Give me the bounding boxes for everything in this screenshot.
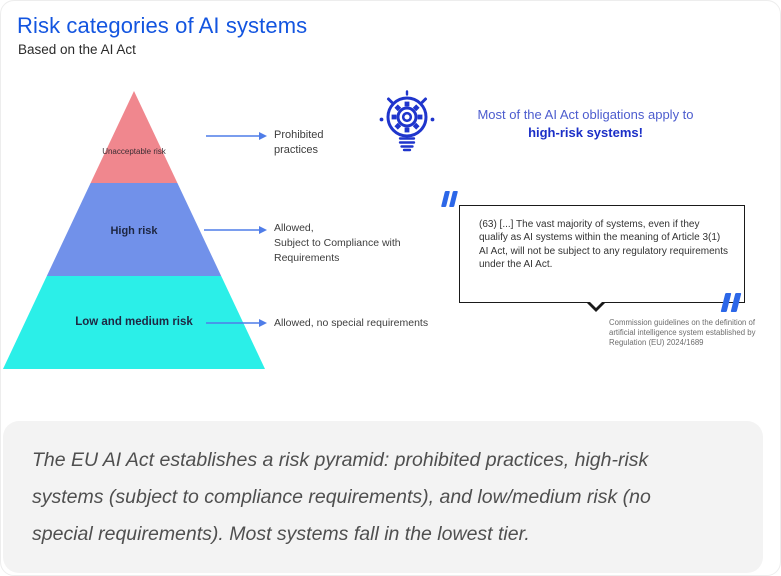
page-title: Risk categories of AI systems: [17, 13, 308, 38]
caption-line: special requirements). Most systems fall…: [32, 523, 530, 545]
arrow-head-prohibited: [259, 132, 267, 140]
annotation-line: Prohibited: [274, 129, 324, 141]
annotation-line: practices: [274, 144, 319, 156]
bulb-ray-dots: [379, 101, 435, 133]
close-quote-icon: [720, 293, 742, 312]
annotation-line: Requirements: [274, 252, 340, 264]
pyramid-segment-unacceptable: [90, 91, 178, 183]
headline-line-2: high-risk systems!: [528, 125, 643, 140]
pyramid-label-low-medium: Low and medium risk: [75, 316, 193, 328]
headline-line-1: Most of the AI Act obligations apply to: [477, 107, 694, 122]
quote-box: (63) [...] The vast majority of systems,…: [459, 205, 745, 303]
quote-text: (63) [...] The vast majority of systems,…: [479, 219, 729, 271]
annotation-prohibited: Prohibited practices: [274, 128, 324, 158]
highlight-headline: Most of the AI Act obligations apply to …: [453, 107, 718, 140]
annotation-high: Allowed, Subject to Compliance with Requ…: [274, 221, 401, 266]
pyramid-segment-high: [46, 183, 222, 276]
page-subtitle: Based on the AI Act: [18, 42, 136, 57]
risk-pyramid-diagram: [3, 91, 267, 369]
caption-line: The EU AI Act establishes a risk pyramid…: [32, 449, 649, 471]
lightbulb-gear-icon: [379, 90, 435, 152]
arrow-head-low-medium: [259, 319, 267, 327]
pyramid-label-high: High risk: [110, 225, 158, 237]
annotation-line: Allowed,: [274, 222, 314, 234]
annotation-line: Allowed, no special requirements: [274, 317, 429, 329]
open-quote-icon: [441, 191, 458, 207]
quote-box-tail-fill: [588, 300, 604, 308]
caption-panel: The EU AI Act establishes a risk pyramid…: [3, 421, 763, 573]
caption-line: systems (subject to compliance requireme…: [32, 486, 651, 508]
annotation-low-medium: Allowed, no special requirements: [274, 316, 428, 331]
pyramid-label-unacceptable: Unacceptable risk: [102, 147, 166, 156]
annotation-line: Subject to Compliance with: [274, 237, 401, 249]
pyramid-segment-low-medium: [3, 276, 265, 369]
arrow-head-high: [259, 226, 267, 234]
quote-attribution: Commission guidelines on the definition …: [609, 318, 756, 347]
caption-text: The EU AI Act establishes a risk pyramid…: [32, 442, 752, 553]
